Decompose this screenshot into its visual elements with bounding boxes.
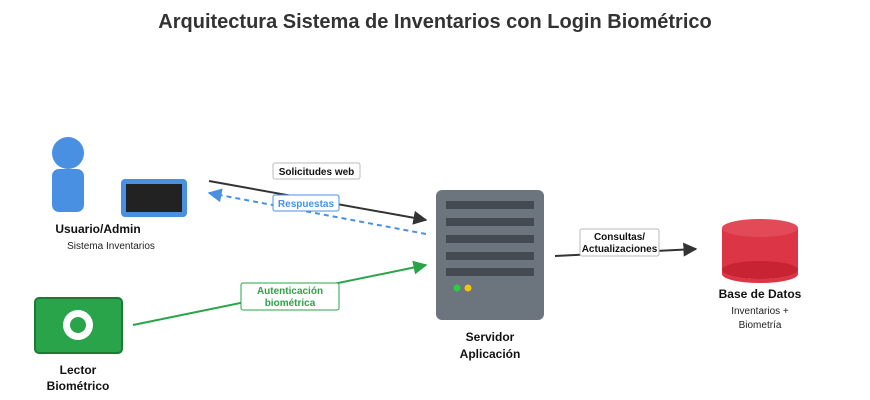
- edge-auth: Autenticación biométrica: [132, 260, 428, 326]
- edge-responses: Respuestas: [207, 188, 427, 235]
- fingerprint-reader-icon: [34, 297, 123, 354]
- requests-label-box: [272, 162, 361, 180]
- reader-node: Lector Biométrico: [34, 297, 123, 393]
- database-label: Base de Datos: [719, 287, 802, 301]
- user-label: Usuario/Admin: [55, 222, 140, 236]
- server-label-line1: Servidor: [466, 330, 515, 344]
- auth-label-line1: Autenticación: [257, 286, 323, 297]
- reader-label-line1: Lector: [60, 363, 97, 377]
- auth-label-box: [240, 282, 340, 311]
- reader-label-line2: Biométrico: [47, 379, 110, 393]
- server-icon: [436, 190, 544, 320]
- monitor-icon: [121, 179, 187, 217]
- user-node: Usuario/Admin Sistema Inventarios: [52, 137, 187, 252]
- queries-label-box: [579, 228, 660, 257]
- diagram-title: Arquitectura Sistema de Inventarios con …: [158, 11, 711, 33]
- queries-label-line1: Consultas/: [594, 232, 645, 243]
- database-sublabel-line2: Biometría: [739, 320, 782, 331]
- queries-label-line2: Actualizaciones: [582, 244, 658, 255]
- requests-label: Solicitudes web: [279, 167, 355, 178]
- edge-queries: Consultas/ Actualizaciones: [554, 228, 698, 257]
- person-icon: [52, 137, 84, 212]
- auth-label-line2: biométrica: [265, 298, 316, 309]
- database-node: Base de Datos Inventarios + Biometría: [719, 219, 802, 331]
- user-sublabel: Sistema Inventarios: [67, 241, 155, 252]
- status-led-yellow-icon: [464, 284, 472, 292]
- responses-label-box: [272, 194, 340, 212]
- database-sublabel-line1: Inventarios +: [731, 306, 789, 317]
- responses-label: Respuestas: [278, 199, 335, 210]
- database-icon: [722, 219, 798, 283]
- server-label-line2: Aplicación: [460, 347, 521, 361]
- status-led-green-icon: [453, 284, 461, 292]
- responses-arrow: [207, 188, 427, 235]
- server-node: Servidor Aplicación: [436, 190, 544, 361]
